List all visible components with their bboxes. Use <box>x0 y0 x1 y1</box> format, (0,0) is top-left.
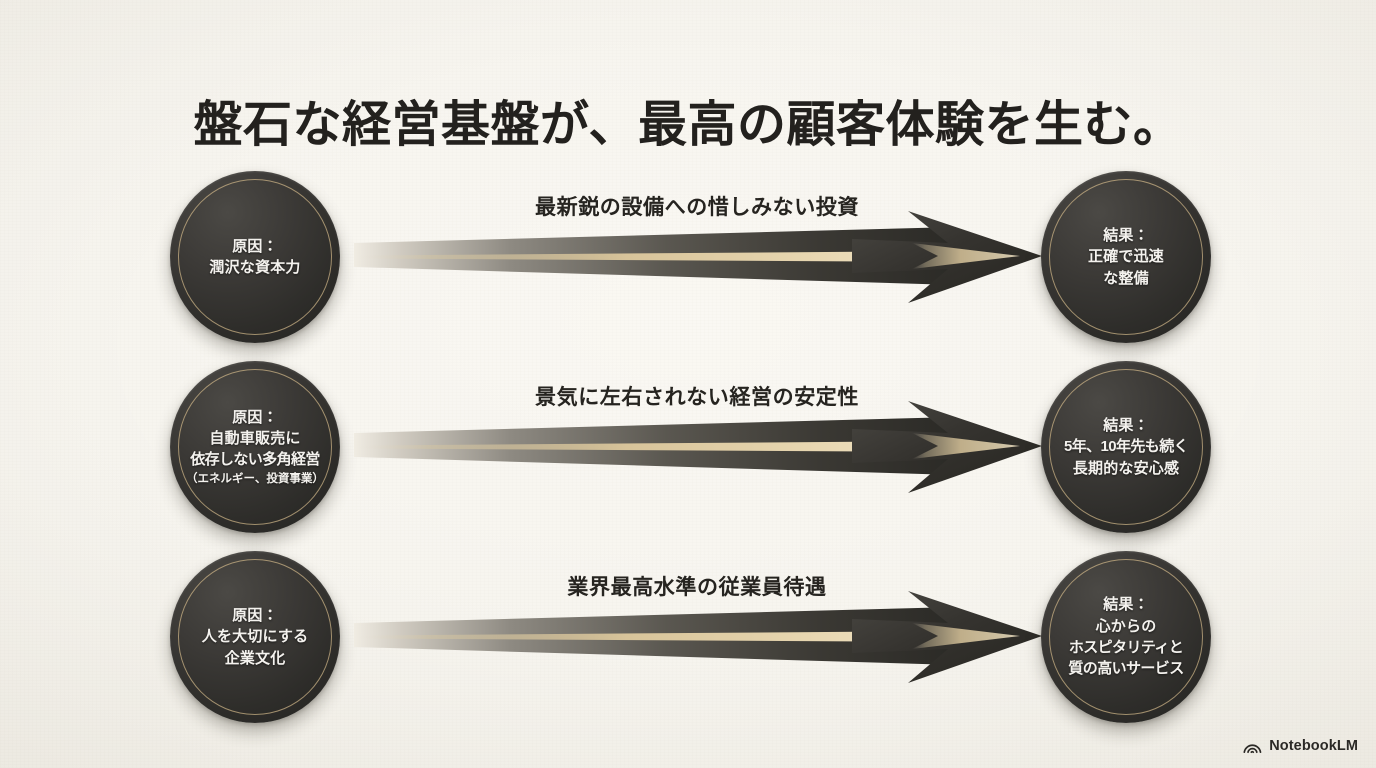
arrow-label-3: 業界最高水準の従業員待遇 <box>567 576 827 599</box>
result-node-3-line-1: 結果： <box>1103 596 1149 614</box>
cause-node-2-line-1: 原因： <box>232 408 278 426</box>
cause-node-3[interactable]: 原因： 人を大切にする 企業文化 <box>170 551 340 723</box>
cause-node-2-line-2: 自動車販売に <box>209 430 301 448</box>
flow-arrow-1 <box>352 209 1042 305</box>
flow-arrow-3 <box>352 589 1042 685</box>
arrow-label-1: 最新鋭の設備への惜しみない投資 <box>535 196 859 219</box>
cause-node-2[interactable]: 原因： 自動車販売に 依存しない多角経営 （エネルギー、投資事業） <box>170 361 340 533</box>
flow-row-1: 原因： 潤沢な資本力 最新鋭の設備への惜しみない投資 結果： 正確で迅速 な整備 <box>0 165 1376 351</box>
cause-node-3-line-1: 原因： <box>232 607 278 625</box>
result-node-1-text: 結果： 正確で迅速 な整備 <box>1051 225 1201 289</box>
cause-node-2-text: 原因： 自動車販売に 依存しない多角経営 （エネルギー、投資事業） <box>180 407 330 487</box>
result-node-2-line-2: 5年、10年先も続く <box>1063 438 1189 456</box>
result-node-1-line-3: な整備 <box>1103 269 1149 287</box>
result-node-1[interactable]: 結果： 正確で迅速 な整備 <box>1041 171 1211 343</box>
flow-row-2: 原因： 自動車販売に 依存しない多角経営 （エネルギー、投資事業） 景気に左右さ… <box>0 355 1376 541</box>
result-node-2-text: 結果： 5年、10年先も続く 長期的な安心感 <box>1051 415 1201 479</box>
notebooklm-badge: NotebookLM <box>1243 738 1358 754</box>
cause-node-1[interactable]: 原因： 潤沢な資本力 <box>170 171 340 343</box>
flow-row-3: 原因： 人を大切にする 企業文化 業界最高水準の従業員待遇 結果： 心からの ホ… <box>0 545 1376 731</box>
result-node-1-line-1: 結果： <box>1103 227 1149 245</box>
result-node-3-line-3: ホスピタリティと <box>1068 639 1184 656</box>
result-node-2-line-3: 長期的な安心感 <box>1072 459 1180 477</box>
result-node-2-line-1: 結果： <box>1103 417 1149 435</box>
cause-node-1-line-1: 原因： <box>232 237 278 255</box>
cause-node-3-line-3: 企業文化 <box>224 649 286 667</box>
result-node-2[interactable]: 結果： 5年、10年先も続く 長期的な安心感 <box>1041 361 1211 533</box>
notebooklm-spiral-icon <box>1243 739 1262 754</box>
result-node-3-line-4: 質の高いサービス <box>1068 660 1184 678</box>
cause-node-2-note: （エネルギー、投資事業） <box>186 472 324 485</box>
cause-node-1-line-2: 潤沢な資本力 <box>209 259 301 276</box>
cause-node-3-text: 原因： 人を大切にする 企業文化 <box>180 605 330 669</box>
result-node-3-text: 結果： 心からの ホスピタリティと 質の高いサービス <box>1051 594 1201 679</box>
result-node-3-line-2: 心からの <box>1095 617 1157 635</box>
result-node-3[interactable]: 結果： 心からの ホスピタリティと 質の高いサービス <box>1041 551 1211 723</box>
cause-node-2-line-3: 依存しない多角経営 <box>190 451 320 469</box>
arrow-label-2: 景気に左右されない経営の安定性 <box>535 386 859 409</box>
page-title: 盤石な経営基盤が、最高の顧客体験を生む。 <box>193 96 1183 152</box>
cause-node-1-text: 原因： 潤沢な資本力 <box>180 236 330 279</box>
notebooklm-wordmark: NotebookLM <box>1269 738 1358 754</box>
flow-arrow-2 <box>352 399 1042 495</box>
cause-node-3-line-2: 人を大切にする <box>201 628 309 646</box>
result-node-1-line-2: 正確で迅速 <box>1087 248 1164 266</box>
